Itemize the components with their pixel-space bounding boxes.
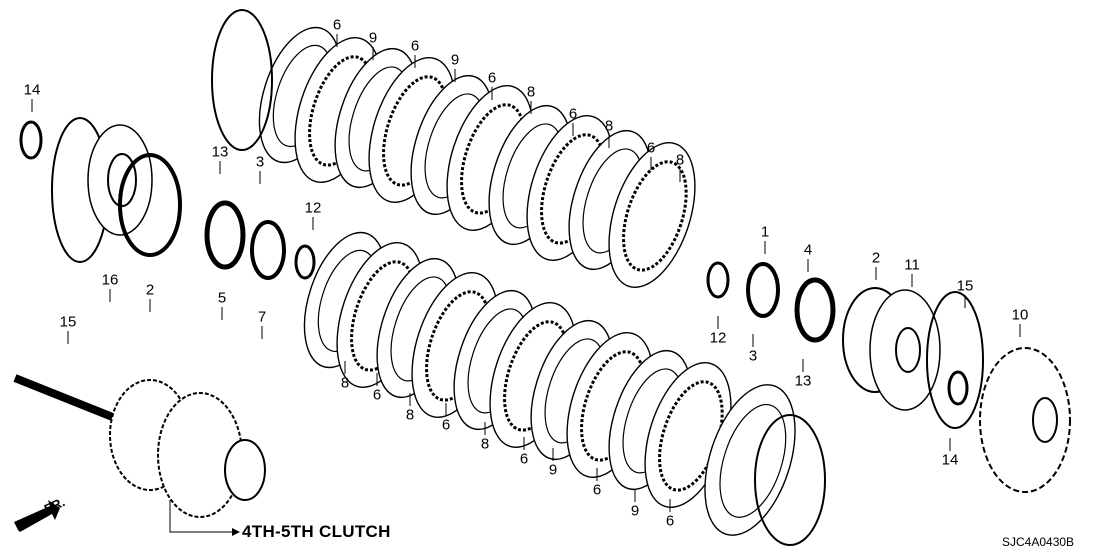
o-ring: [926, 291, 984, 429]
callout-number: 9: [548, 461, 558, 479]
callout-number: 2: [871, 249, 881, 267]
spring-retainer: [204, 200, 246, 270]
gear: [224, 439, 266, 501]
drum-hub: [1032, 397, 1058, 443]
callout-number: 15: [956, 277, 974, 295]
o-ring: [19, 120, 43, 160]
snap-ring: [754, 414, 826, 546]
snap-ring: [211, 9, 273, 151]
callout-number: 9: [368, 29, 378, 47]
callout-number: 9: [450, 51, 460, 69]
clutch-disc: [608, 142, 696, 288]
callout-number: 6: [441, 416, 451, 434]
seal-ring: [118, 153, 182, 257]
callout-number: 8: [405, 406, 415, 424]
clutch-drum: [979, 347, 1071, 493]
snap-ring: [294, 244, 316, 280]
assembly-caption: 4TH-5TH CLUTCH: [242, 522, 391, 541]
callout-number: 8: [480, 435, 490, 453]
caption-leader: [169, 500, 232, 533]
callout-number: 7: [257, 308, 267, 326]
callout-number: 9: [630, 502, 640, 520]
piston: [87, 124, 153, 236]
callout-number: 6: [332, 16, 342, 34]
callout-number: 14: [941, 451, 959, 469]
callout-number: 6: [372, 386, 382, 404]
diagram-code: SJC4A0430B: [1002, 535, 1075, 549]
callout-number: 11: [904, 256, 920, 274]
friction-lining: [622, 160, 688, 272]
callout-number: 6: [487, 69, 497, 87]
callout-number: 10: [1011, 306, 1029, 324]
callout-number: 6: [519, 450, 529, 468]
callout-number: 8: [604, 117, 614, 135]
spring-retainer: [794, 277, 836, 343]
piston-hub: [895, 327, 921, 373]
piston: [869, 289, 941, 411]
callout-number: 3: [255, 153, 265, 171]
callout-number: 14: [23, 81, 41, 99]
callout-number: 6: [592, 481, 602, 499]
callout-number: 8: [675, 151, 685, 169]
snap-ring: [706, 261, 730, 299]
callout-number: 6: [665, 512, 675, 530]
callout-number: 16: [101, 271, 119, 289]
callout-number: 3: [748, 347, 758, 365]
callout-number: 15: [59, 313, 77, 331]
washer: [250, 220, 286, 280]
callout-number: 8: [526, 83, 536, 101]
o-ring: [947, 370, 969, 406]
washer: [746, 262, 780, 318]
front-arrow-icon: [14, 500, 60, 532]
callout-number: 13: [794, 372, 812, 390]
callout-number: 13: [211, 143, 229, 161]
callout-number: 5: [217, 289, 227, 307]
callout-number: 1: [760, 223, 770, 241]
plate-inner-edge: [719, 403, 787, 518]
callout-number: 2: [145, 281, 155, 299]
mainshaft: [13, 374, 122, 424]
callout-number: 6: [410, 37, 420, 55]
callout-number: 6: [646, 139, 656, 157]
callout-number: 12: [304, 199, 322, 217]
callout-number: 12: [709, 329, 727, 347]
callout-number: 8: [340, 374, 350, 392]
callout-number: 4: [803, 241, 813, 259]
arrowhead-icon: [232, 528, 240, 536]
callout-number: 6: [568, 105, 578, 123]
